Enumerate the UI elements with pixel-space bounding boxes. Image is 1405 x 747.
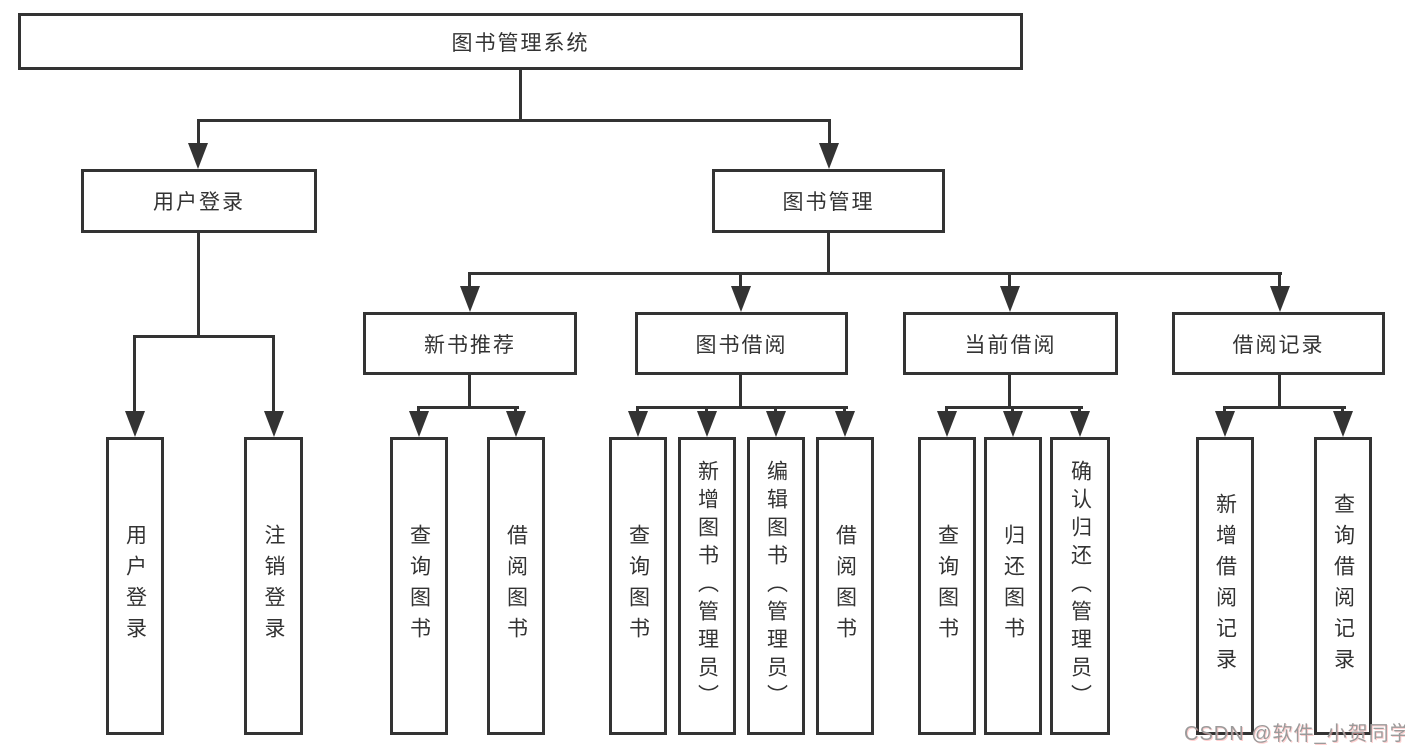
- arrow-down-icon: [460, 286, 480, 312]
- arrow-down-icon: [409, 411, 429, 437]
- leaf-borrow-books: 借阅图书: [816, 437, 874, 735]
- leaf-confirm-return-admin-label: 确认归还（管理员）: [1068, 460, 1092, 712]
- leaf-query-books-borrow-label: 查询图书: [626, 524, 650, 648]
- connector-to-new-book: [468, 272, 471, 290]
- leaf-query-borrow-record: 查询借阅记录: [1314, 437, 1372, 735]
- connector-borrow-records-stem: [1278, 375, 1281, 409]
- node-user-login: 用户登录: [81, 169, 317, 233]
- connector-new-book-split: [417, 406, 519, 409]
- connector-book-management-stem: [827, 233, 830, 275]
- node-book-borrow: 图书借阅: [635, 312, 848, 375]
- leaf-query-books-current-label: 查询图书: [935, 524, 959, 648]
- leaf-logout: 注销登录: [244, 437, 303, 735]
- connector-book-management-split: [468, 272, 1282, 275]
- leaf-borrow-books-label: 借阅图书: [833, 524, 857, 648]
- node-book-management-label: 图书管理: [782, 191, 875, 214]
- leaf-add-borrow-record: 新增借阅记录: [1196, 437, 1254, 735]
- connector-book-borrow-split: [636, 406, 848, 409]
- arrow-down-icon: [1333, 411, 1353, 437]
- connector-borrow-records-split: [1223, 406, 1346, 409]
- connector-to-book-borrow: [739, 272, 742, 290]
- connector-to-leaf-user-login: [133, 335, 136, 415]
- arrow-down-icon: [697, 411, 717, 437]
- leaf-query-books-recommend: 查询图书: [390, 437, 448, 735]
- arrow-down-icon: [506, 411, 526, 437]
- leaf-add-borrow-record-label: 新增借阅记录: [1213, 493, 1237, 679]
- leaf-user-login-label: 用户登录: [123, 524, 147, 648]
- connector-to-book-management: [828, 119, 831, 147]
- arrow-down-icon: [264, 411, 284, 437]
- leaf-logout-label: 注销登录: [262, 524, 285, 648]
- node-book-borrow-label: 图书借阅: [695, 333, 788, 357]
- leaf-confirm-return-admin: 确认归还（管理员）: [1050, 437, 1110, 735]
- leaf-add-book-admin-label: 新增图书（管理员）: [695, 460, 719, 712]
- leaf-query-borrow-record-label: 查询借阅记录: [1331, 493, 1355, 679]
- arrow-down-icon: [1003, 411, 1023, 437]
- arrow-down-icon: [628, 411, 648, 437]
- arrow-down-icon: [835, 411, 855, 437]
- connector-to-user-login: [197, 119, 200, 147]
- leaf-query-books-recommend-label: 查询图书: [407, 524, 431, 648]
- leaf-borrow-books-recommend-label: 借阅图书: [504, 524, 528, 648]
- node-new-book-recommend: 新书推荐: [363, 312, 577, 375]
- node-book-management: 图书管理: [712, 169, 945, 233]
- connector-to-leaf-logout: [272, 335, 275, 415]
- node-user-login-label: 用户登录: [153, 191, 245, 214]
- arrow-down-icon: [819, 143, 839, 169]
- connector-current-borrow-stem: [1008, 375, 1011, 409]
- arrow-down-icon: [766, 411, 786, 437]
- node-library-system-label: 图书管理系统: [451, 31, 590, 55]
- leaf-add-book-admin: 新增图书（管理员）: [678, 437, 736, 735]
- connector-root-split: [197, 119, 831, 122]
- leaf-query-books-borrow: 查询图书: [609, 437, 667, 735]
- connector-root-stem: [519, 70, 522, 122]
- arrow-down-icon: [1000, 286, 1020, 312]
- connector-to-borrow-records: [1278, 272, 1281, 290]
- connector-user-login-stem: [197, 233, 200, 338]
- node-current-borrow-label: 当前借阅: [964, 333, 1057, 357]
- arrow-down-icon: [937, 411, 957, 437]
- connector-current-borrow-split: [945, 406, 1083, 409]
- node-new-book-recommend-label: 新书推荐: [424, 333, 516, 357]
- watermark: CSDN @软件_小贺同学: [1184, 723, 1405, 745]
- connector-user-login-split: [133, 335, 275, 338]
- arrow-down-icon: [125, 411, 145, 437]
- arrow-down-icon: [731, 286, 751, 312]
- leaf-return-book: 归还图书: [984, 437, 1042, 735]
- leaf-user-login: 用户登录: [106, 437, 164, 735]
- node-library-system: 图书管理系统: [18, 13, 1023, 70]
- node-current-borrow: 当前借阅: [903, 312, 1118, 375]
- connector-to-current-borrow: [1008, 272, 1011, 290]
- node-borrow-records: 借阅记录: [1172, 312, 1385, 375]
- connector-book-borrow-stem: [739, 375, 742, 409]
- arrow-down-icon: [1070, 411, 1090, 437]
- arrow-down-icon: [188, 143, 208, 169]
- connector-new-book-stem: [468, 375, 471, 409]
- arrow-down-icon: [1215, 411, 1235, 437]
- leaf-query-books-current: 查询图书: [918, 437, 976, 735]
- arrow-down-icon: [1270, 286, 1290, 312]
- leaf-edit-book-admin-label: 编辑图书（管理员）: [764, 460, 788, 712]
- leaf-borrow-books-recommend: 借阅图书: [487, 437, 545, 735]
- leaf-return-book-label: 归还图书: [1001, 524, 1025, 648]
- node-borrow-records-label: 借阅记录: [1232, 333, 1325, 357]
- leaf-edit-book-admin: 编辑图书（管理员）: [747, 437, 805, 735]
